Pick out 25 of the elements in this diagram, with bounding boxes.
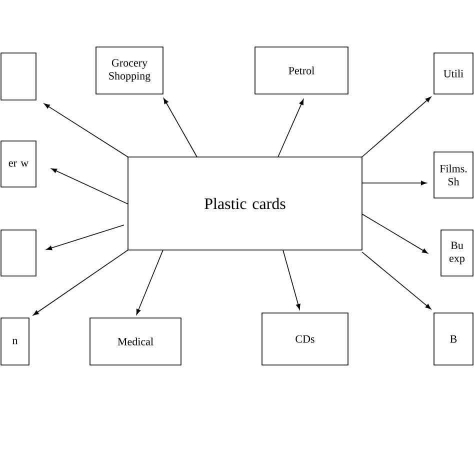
- main-box: Plastic cards: [128, 156, 362, 250]
- category-box: B: [434, 312, 474, 366]
- category-box: Bu exp: [440, 230, 474, 276]
- category-box: Utili: [434, 52, 474, 94]
- category-box: Petrol: [254, 46, 348, 94]
- category-box: n: [0, 318, 30, 366]
- arrow: [282, 250, 300, 310]
- category-box: er w: [0, 140, 36, 188]
- arrow: [33, 250, 128, 316]
- arrow: [362, 252, 432, 310]
- category-box: [0, 230, 36, 276]
- arrow: [46, 224, 124, 250]
- category-box: [0, 52, 36, 100]
- arrow: [44, 104, 128, 158]
- category-box: CDs: [262, 312, 348, 366]
- arrow: [51, 168, 128, 204]
- arrow: [278, 99, 304, 158]
- arrow: [362, 214, 428, 254]
- arrow: [163, 98, 198, 158]
- arrow: [362, 180, 427, 186]
- arrow: [362, 96, 432, 158]
- arrow: [136, 250, 164, 315]
- category-box: Medical: [90, 318, 182, 366]
- category-box: Grocery Shopping: [96, 46, 164, 94]
- category-box: Films. Sh: [434, 152, 474, 198]
